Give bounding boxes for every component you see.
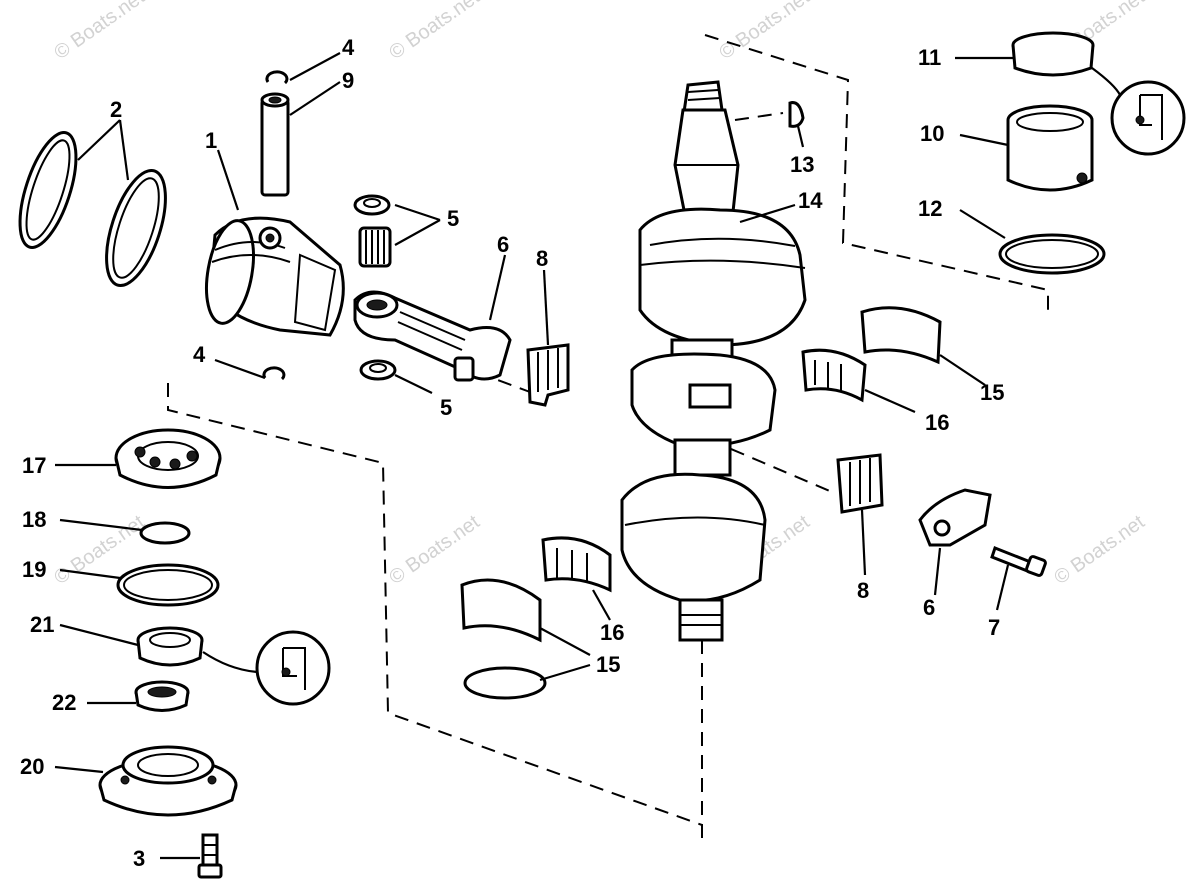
piston-pin	[260, 92, 290, 197]
lower-inner-seal	[134, 680, 190, 712]
callout-21: 21	[30, 612, 54, 637]
callout-7: 7	[988, 615, 1000, 640]
rod-cap-screw	[990, 546, 1047, 577]
main-bearing-retaining-ring	[463, 666, 547, 700]
upper-roller-bearing	[1006, 104, 1094, 192]
watermark: © Boats.net	[50, 0, 149, 64]
callout-17: 17	[22, 453, 46, 478]
callout-22: 22	[52, 690, 76, 715]
rod-bearing-cage-upper	[526, 343, 570, 407]
callout-8: 8	[536, 246, 548, 271]
wrist-pin-bearing-set	[353, 194, 397, 381]
watermark: © Boats.net	[1050, 511, 1149, 589]
connecting-rod	[353, 290, 512, 382]
piston	[205, 216, 345, 337]
sealant-symbol-icon	[1091, 67, 1186, 156]
callout-9: 9	[342, 68, 354, 93]
callout-6: 6	[497, 232, 509, 257]
callout-1: 1	[205, 128, 217, 153]
callout-13: 13	[790, 152, 814, 177]
callout-numbers: 1 2 3 4 4 5 5 6 6 7 8 8 9 10 11 12 13 14…	[20, 35, 1004, 871]
callout-3: 3	[133, 846, 145, 871]
main-bearing-liner-left	[460, 578, 542, 643]
callout-15: 15	[980, 380, 1004, 405]
lower-ball-bearing	[114, 428, 222, 489]
callout-15: 15	[596, 652, 620, 677]
callout-14: 14	[798, 188, 823, 213]
callout-5: 5	[440, 395, 452, 420]
callout-20: 20	[20, 754, 44, 779]
main-bearing-cage-left	[541, 536, 612, 593]
callout-10: 10	[920, 121, 944, 146]
callout-16: 16	[600, 620, 624, 645]
watermark: © Boats.net	[385, 511, 484, 589]
connecting-rod-cap	[918, 488, 992, 547]
callout-6: 6	[923, 595, 935, 620]
main-bearing-cage-right	[801, 348, 867, 403]
lower-bearing-housing	[98, 745, 238, 817]
sealant-symbol-icon	[202, 630, 331, 706]
assembly-dashed-lines	[167, 34, 1049, 845]
callout-12: 12	[918, 196, 942, 221]
callout-5: 5	[447, 206, 459, 231]
watermark: © Boats.net	[385, 0, 484, 64]
upper-bearing-o-ring	[998, 233, 1106, 275]
callout-4: 4	[342, 35, 355, 60]
callout-4: 4	[193, 342, 206, 367]
callout-19: 19	[22, 557, 46, 582]
callout-2: 2	[110, 97, 122, 122]
callout-16: 16	[925, 410, 949, 435]
piston-rings	[18, 131, 167, 288]
pin-retaining-clips	[262, 70, 289, 381]
crankshaft	[620, 80, 807, 642]
watermark: © Boats.net	[715, 0, 814, 64]
lower-retaining-ring	[139, 521, 191, 545]
main-bearing-liner-right	[860, 306, 942, 365]
callout-leader-lines	[54, 52, 1013, 860]
upper-bearing-seal-ring	[1011, 31, 1095, 77]
woodruff-key	[788, 101, 805, 128]
rod-bearing-cage-lower	[836, 453, 884, 514]
callout-11: 11	[918, 45, 941, 70]
housing-bolt	[197, 833, 223, 879]
callout-18: 18	[22, 507, 46, 532]
lower-o-ring	[116, 563, 220, 607]
callout-8: 8	[857, 578, 869, 603]
lower-seal	[136, 626, 204, 667]
